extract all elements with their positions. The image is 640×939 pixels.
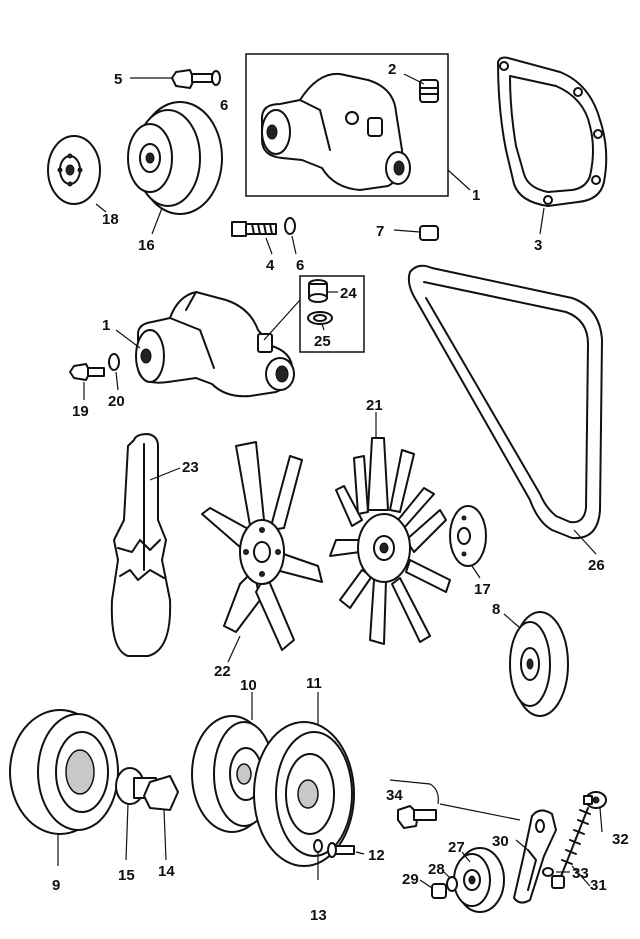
- water-pump-inset-frame: [245, 53, 449, 197]
- callout-17: 17: [474, 581, 491, 598]
- pulley-part-18: [47, 135, 101, 205]
- washer-part-6-top: [211, 70, 221, 86]
- callout-32: 32: [612, 831, 629, 848]
- callout-6-top: 6: [220, 97, 228, 114]
- pulley-part-11: [253, 721, 355, 867]
- bush-part-29: [431, 883, 447, 899]
- plug-part-7: [419, 225, 439, 241]
- callout-6-lower: 6: [296, 257, 304, 274]
- callout-18: 18: [102, 211, 119, 228]
- callout-20: 20: [108, 393, 125, 410]
- callout-1-mid: 1: [102, 317, 110, 334]
- callout-13: 13: [310, 907, 327, 924]
- callout-27: 27: [448, 839, 465, 856]
- washer-part-20: [108, 353, 120, 371]
- washer-part-6-lower: [284, 217, 296, 235]
- spacer-part-17: [449, 505, 487, 567]
- nut-part-33: [542, 867, 554, 877]
- clip-part-25: [307, 311, 333, 325]
- cap-part-24: [308, 279, 328, 303]
- callout-30: 30: [492, 833, 509, 850]
- callout-9: 9: [52, 877, 60, 894]
- callout-7: 7: [376, 223, 384, 240]
- fan-part-21: [329, 437, 451, 645]
- spacer-part-28: [446, 876, 458, 892]
- callout-29: 29: [402, 871, 419, 888]
- callout-33: 33: [572, 865, 589, 882]
- cap-clip-inset-frame: [299, 275, 365, 353]
- bolt-part-14: [133, 775, 179, 811]
- pulley-part-27: [453, 847, 505, 913]
- callout-4: 4: [266, 257, 275, 274]
- callout-10: 10: [240, 677, 257, 694]
- callout-11: 11: [306, 675, 322, 692]
- tool-part-23: [110, 433, 172, 657]
- callout-34: 34: [386, 787, 403, 804]
- washer-part-13: [313, 839, 323, 853]
- pulley-part-8: [509, 611, 569, 717]
- bolt-part-19: [69, 363, 105, 381]
- drive-belt-part-26: [407, 264, 603, 540]
- water-pump-mid: [135, 291, 295, 398]
- callout-28: 28: [428, 861, 445, 878]
- water-pump-top: [261, 72, 411, 191]
- callout-26: 26: [588, 557, 605, 574]
- callout-14: 14: [158, 863, 175, 880]
- callout-2: 2: [388, 61, 396, 78]
- gasket-part-3: [497, 56, 608, 207]
- callout-16: 16: [138, 237, 155, 254]
- pulley-part-9: [9, 709, 119, 835]
- callout-12: 12: [368, 847, 385, 864]
- callout-25: 25: [314, 333, 331, 350]
- bolt-part-5: [171, 69, 213, 89]
- fan-part-22: [201, 441, 323, 651]
- trunnion-part-32: [583, 791, 607, 809]
- callout-3: 3: [534, 237, 542, 254]
- pulley-part-16: [127, 101, 223, 215]
- callout-21: 21: [366, 397, 383, 414]
- callout-15: 15: [118, 867, 135, 884]
- callout-5: 5: [114, 71, 122, 88]
- bolt-part-4: [231, 221, 277, 237]
- callout-23: 23: [182, 459, 199, 476]
- plug-part-2: [419, 79, 439, 103]
- adjuster-rod-part-31: [551, 807, 591, 889]
- bracket-part-30: [513, 809, 557, 904]
- callout-22: 22: [214, 663, 231, 680]
- callout-8: 8: [492, 601, 500, 618]
- bolt-part-12: [327, 842, 355, 858]
- callout-24: 24: [340, 285, 357, 302]
- callout-31: 31: [590, 877, 607, 894]
- bolt-part-34: [397, 805, 437, 829]
- callout-1-top: 1: [472, 187, 480, 204]
- callout-19: 19: [72, 403, 89, 420]
